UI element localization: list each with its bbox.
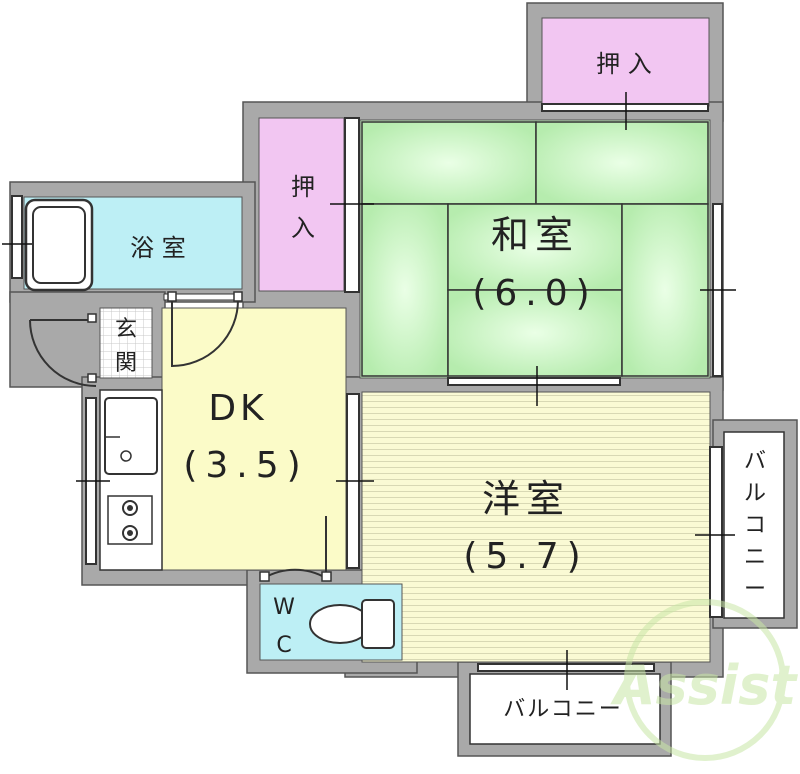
dk-room bbox=[161, 307, 347, 571]
wc-room bbox=[259, 583, 403, 661]
genkan-char1: 玄 bbox=[115, 317, 137, 342]
bathroom bbox=[23, 196, 243, 292]
door-posts bbox=[87, 291, 332, 582]
bathroom-label: 浴 室 bbox=[130, 234, 186, 262]
wc-char2: C bbox=[276, 633, 291, 658]
oshiire-left-char1: 押 bbox=[291, 173, 315, 201]
oshiire-top bbox=[541, 17, 710, 107]
bathtub bbox=[24, 198, 94, 292]
wc-char1: W bbox=[273, 595, 295, 620]
fitting-ticks bbox=[2, 92, 736, 690]
balcony-right-c5: ー bbox=[744, 577, 766, 602]
balcony-bottom-label: バルコニー bbox=[503, 697, 623, 722]
genkan bbox=[99, 307, 153, 379]
sink-icon bbox=[104, 397, 158, 475]
youshitsu-name: 洋室 bbox=[482, 477, 570, 521]
washitsu-name: 和室 bbox=[491, 213, 579, 257]
dk-size: (3.5) bbox=[183, 445, 308, 486]
washitsu-room bbox=[359, 119, 711, 379]
dk-name: DK bbox=[208, 388, 267, 429]
kitchen-counter bbox=[99, 389, 163, 571]
balcony-right-c2: ル bbox=[744, 481, 766, 506]
balcony-right-c1: バ bbox=[744, 449, 766, 474]
balcony-right-c4: ニ bbox=[744, 545, 766, 570]
youshitsu-size: (5.7) bbox=[463, 536, 588, 577]
svg-text:Assist: Assist bbox=[610, 654, 799, 717]
stove-icon bbox=[107, 495, 153, 545]
oshiire-left-char2: 入 bbox=[291, 214, 315, 242]
youshitsu-room bbox=[361, 391, 711, 663]
genkan-char2: 関 bbox=[115, 351, 137, 376]
oshiire-top-label: 押 入 bbox=[596, 50, 652, 78]
labels: 押 入 押 入 和室 (6.0) 浴 室 玄 関 DK (3.5) 洋室 (5.… bbox=[115, 50, 766, 722]
assist-watermark: Assist bbox=[610, 599, 799, 761]
washitsu-size: (6.0) bbox=[472, 273, 597, 314]
balcony-right-c3: コ bbox=[744, 513, 766, 538]
